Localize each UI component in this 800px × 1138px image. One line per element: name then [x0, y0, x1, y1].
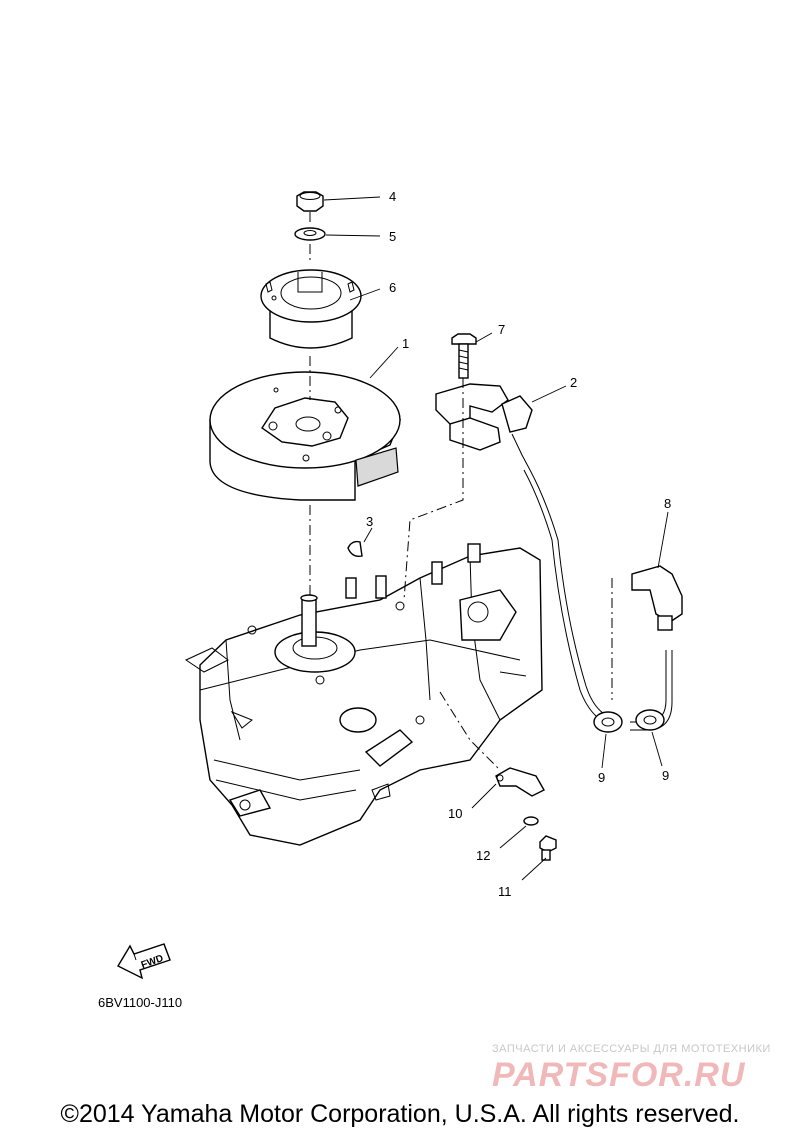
callout-8: 8 [664, 496, 671, 511]
callout-3: 3 [366, 514, 373, 529]
part-washer [294, 227, 326, 241]
callout-7: 7 [498, 322, 505, 337]
part-clamp [495, 767, 545, 797]
part-spark-plug-cap [630, 565, 683, 731]
callout-4: 4 [389, 189, 396, 204]
callout-6: 6 [389, 280, 396, 295]
part-starter-pulley [260, 269, 362, 349]
center-line-coil [403, 378, 464, 601]
fwd-arrow-icon: FWD [117, 943, 171, 980]
callout-9-right: 9 [662, 768, 669, 783]
part-pulser-coil [435, 383, 533, 471]
callout-10: 10 [448, 806, 462, 821]
part-flywheel [209, 371, 402, 501]
callout-2: 2 [570, 375, 577, 390]
leader-lines [323, 196, 669, 881]
callout-1: 1 [402, 336, 409, 351]
engine-block [184, 543, 543, 846]
part-small-washer [523, 816, 539, 826]
watermark-subtitle: ЗАПЧАСТИ И АКСЕССУАРЫ ДЛЯ МОТОТЕХНИКИ [492, 1043, 771, 1055]
part-screw [539, 835, 557, 861]
callout-5: 5 [389, 229, 396, 244]
watermark-logo: PARTSFOR.RU [492, 1056, 746, 1094]
center-line-clamp [439, 691, 501, 771]
callout-11: 11 [498, 884, 512, 899]
callout-9-left: 9 [598, 770, 605, 785]
copyright-notice: ©2014 Yamaha Motor Corporation, U.S.A. A… [60, 1100, 740, 1128]
drawing-code: 6BV1100-J110 [98, 995, 183, 1010]
part-bolt [451, 333, 477, 379]
part-key [347, 540, 363, 558]
part-nut [296, 191, 324, 212]
pulser-cable [523, 469, 617, 727]
callout-12: 12 [476, 848, 490, 863]
part-cable-clamps [593, 709, 665, 733]
